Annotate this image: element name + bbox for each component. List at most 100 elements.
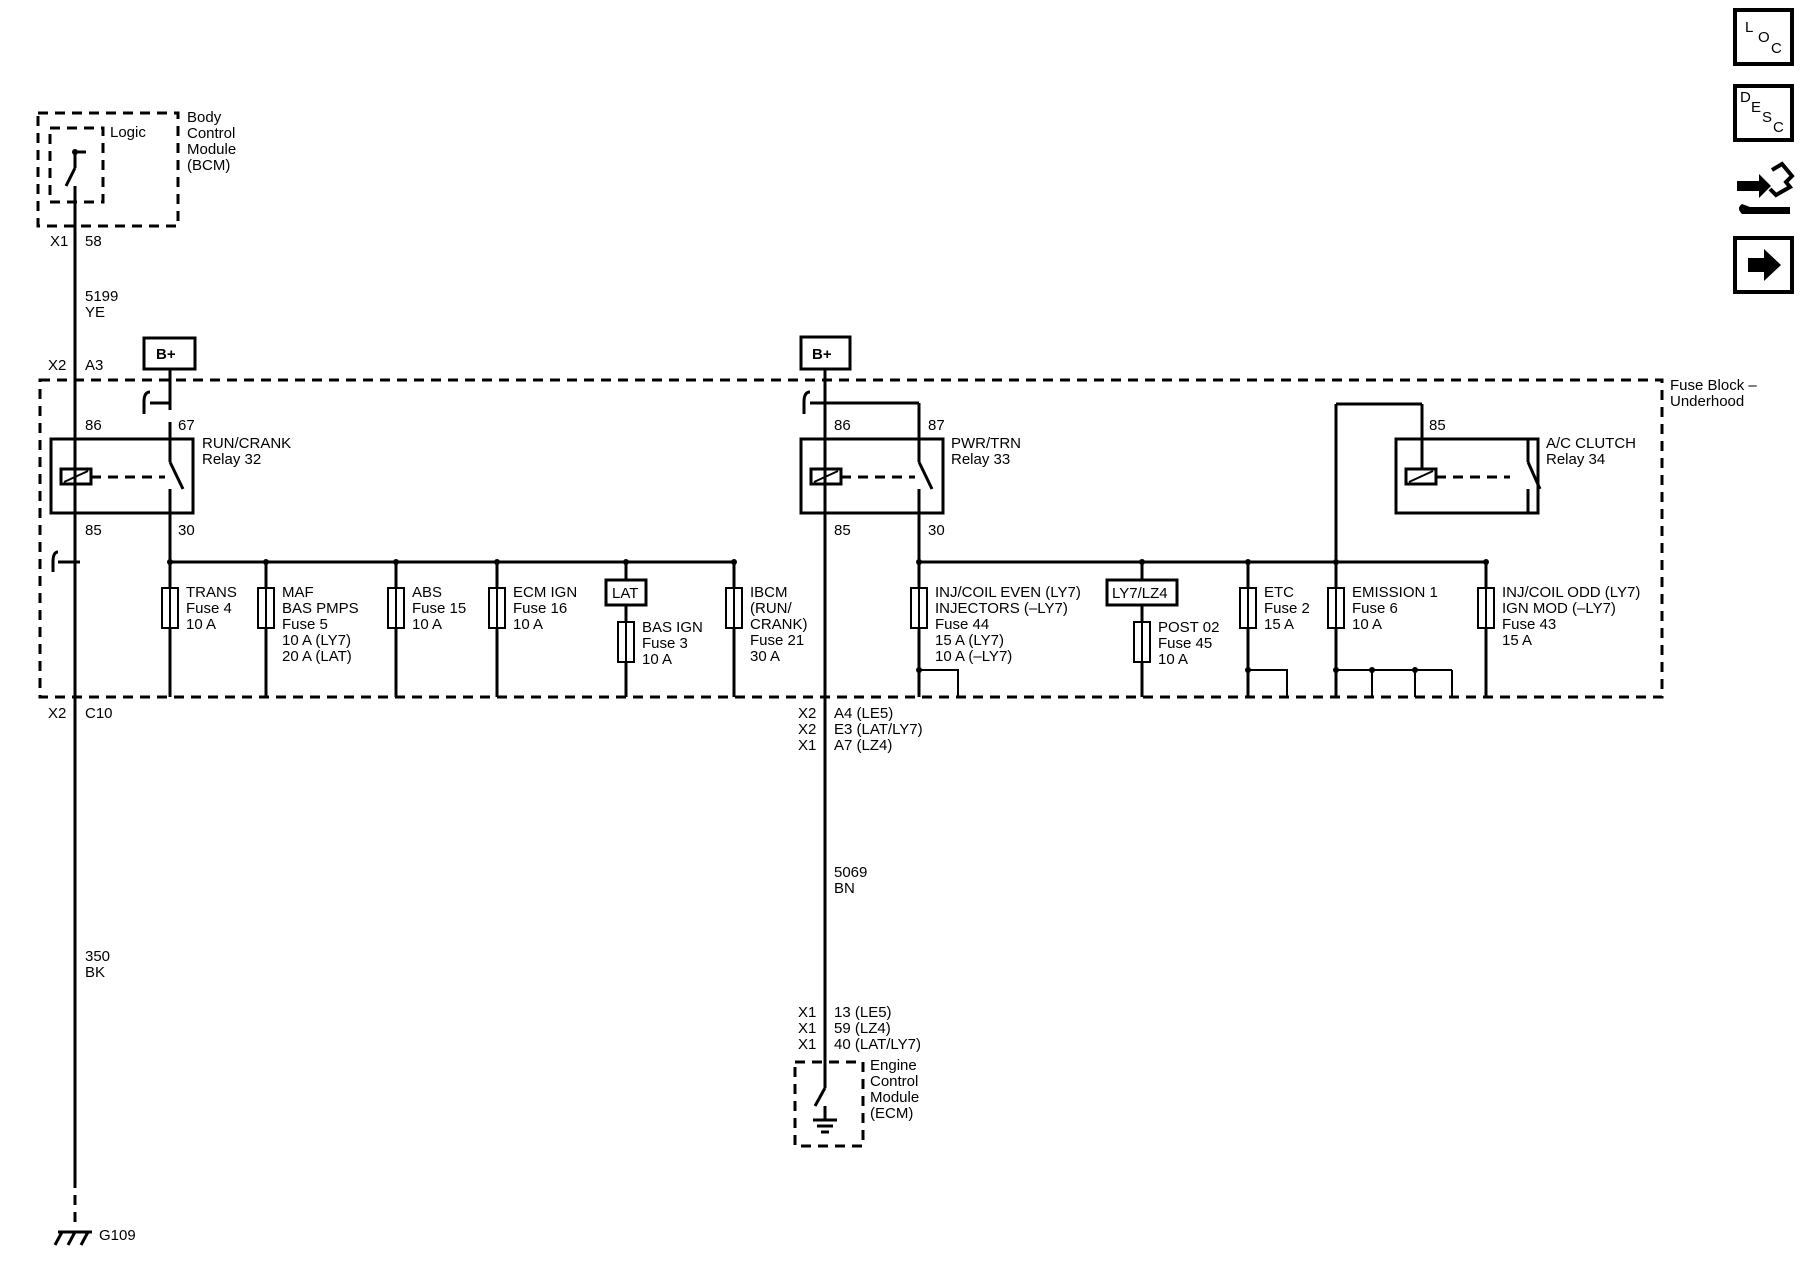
x2-pin-c10: C10 bbox=[85, 705, 113, 722]
fuse-1-label-3: 10 A bbox=[186, 616, 216, 633]
ecm-bot-pin-1: 13 (LE5) bbox=[834, 1004, 892, 1021]
loc-letter-l: L bbox=[1745, 19, 1753, 36]
fuse-7-label-1: INJ/COIL EVEN (LY7) bbox=[935, 584, 1081, 601]
relay33-name-2: Relay 33 bbox=[951, 451, 1010, 468]
fuse-4-label-3: 10 A bbox=[513, 616, 543, 633]
relay32-pin-30: 30 bbox=[178, 522, 195, 539]
fuse-10-label-1: EMISSION 1 bbox=[1352, 584, 1438, 601]
option-tag-ly7-lz4: LY7/LZ4 bbox=[1105, 578, 1179, 607]
fuse-9-label-1: ETC bbox=[1264, 584, 1294, 601]
fuse-block-label-2: Underhood bbox=[1670, 393, 1744, 410]
bcm-pin: 58 bbox=[85, 233, 102, 250]
fuse-11-label-1: INJ/COIL ODD (LY7) bbox=[1502, 584, 1640, 601]
ecm-bot-conn-2: X1 bbox=[798, 1020, 816, 1037]
ecm-name-2: Control bbox=[870, 1073, 918, 1090]
loc-letter-o: O bbox=[1758, 29, 1770, 46]
fuse-8-label-1: POST 02 bbox=[1158, 619, 1219, 636]
fuse-3-label-2: Fuse 15 bbox=[412, 600, 466, 617]
fuse-2-label-3: Fuse 5 bbox=[282, 616, 328, 633]
location-button[interactable]: L O C bbox=[1733, 8, 1794, 66]
fuse-1-label-2: Fuse 4 bbox=[186, 600, 232, 617]
ecm-top-pin-2: E3 (LAT/LY7) bbox=[834, 721, 923, 738]
relay33-pin-86: 86 bbox=[834, 417, 851, 434]
fuse-2-label-4: 10 A (LY7) bbox=[282, 632, 351, 649]
fuse-11: INJ/COIL ODD (LY7)IGN MOD (–LY7)Fuse 431… bbox=[1477, 559, 1640, 697]
next-page-button[interactable] bbox=[1733, 236, 1794, 294]
fuse-11-label-3: Fuse 43 bbox=[1502, 616, 1556, 633]
fuse-8-label-3: 10 A bbox=[1158, 651, 1188, 668]
fuse-5-label-3: 10 A bbox=[642, 651, 672, 668]
bcm-wire-color: YE bbox=[85, 304, 105, 321]
relay32-name-2: Relay 32 bbox=[202, 451, 261, 468]
bcm-name-2: Control bbox=[187, 125, 235, 142]
fuse-3-label-3: 10 A bbox=[412, 616, 442, 633]
ecm-top-conn-2: X2 bbox=[798, 721, 816, 738]
bcm-wire: X1 58 5199 YE X2 A3 X2 C10 350 BK bbox=[48, 202, 118, 1222]
fuse-8-label-2: Fuse 45 bbox=[1158, 635, 1212, 652]
relay34-pin-85: 85 bbox=[1429, 417, 1446, 434]
fuse-7-label-4: 15 A (LY7) bbox=[935, 632, 1004, 649]
desc-letter-c: C bbox=[1773, 119, 1784, 136]
relay34-name-2: Relay 34 bbox=[1546, 451, 1605, 468]
fuse-2-label-1: MAF bbox=[282, 584, 314, 601]
relay32-pin-85: 85 bbox=[85, 522, 102, 539]
ecm-bot-conn-1: X1 bbox=[798, 1004, 816, 1021]
fuse-10-label-2: Fuse 6 bbox=[1352, 600, 1398, 617]
fuse-3-label-1: ABS bbox=[412, 584, 442, 601]
relay-pwr-trn: 86 87 85 30 PWR/TRN Relay 33 bbox=[799, 417, 1021, 1060]
fuse-10-label-3: 10 A bbox=[1352, 616, 1382, 633]
bcm-connector: X1 bbox=[50, 233, 68, 250]
ecm-name-3: Module bbox=[870, 1089, 919, 1106]
relay33-name-1: PWR/TRN bbox=[951, 435, 1021, 452]
ecm-wire-color: BN bbox=[834, 880, 855, 897]
x2-connector-a3: X2 bbox=[48, 357, 66, 374]
ecm-name-4: (ECM) bbox=[870, 1105, 913, 1122]
fuse-5-label-1: BAS IGN bbox=[642, 619, 703, 636]
x2-connector-c10: X2 bbox=[48, 705, 66, 722]
fuse-9-label-2: Fuse 2 bbox=[1264, 600, 1310, 617]
fuse-11-label-4: 15 A bbox=[1502, 632, 1532, 649]
arrow-right-icon bbox=[1748, 249, 1781, 281]
ecm-bot-pin-2: 59 (LZ4) bbox=[834, 1020, 891, 1037]
battery-positive-2: B+ bbox=[799, 335, 921, 422]
relay32-pin-86: 86 bbox=[85, 417, 102, 434]
relay34-name-1: A/C CLUTCH bbox=[1546, 435, 1636, 452]
relay-ac-clutch: 85 A/C CLUTCH Relay 34 bbox=[1334, 402, 1636, 562]
bplus-label-1: B+ bbox=[156, 346, 176, 363]
bplus-label-2: B+ bbox=[812, 346, 832, 363]
battery-positive-1: B+ bbox=[142, 336, 197, 414]
desc-letter-d: D bbox=[1740, 89, 1751, 106]
desc-letter-s: S bbox=[1762, 109, 1772, 126]
description-button[interactable]: D E S C bbox=[1733, 84, 1794, 142]
connector-repair-icon[interactable] bbox=[1737, 161, 1795, 214]
fuse-2-label-5: 20 A (LAT) bbox=[282, 648, 352, 665]
ecm-top-pin-3: A7 (LZ4) bbox=[834, 737, 892, 754]
bcm-name-1: Body bbox=[187, 109, 222, 126]
fuse-4-label-1: ECM IGN bbox=[513, 584, 577, 601]
fuse-block-label-1: Fuse Block – bbox=[1670, 377, 1757, 394]
fuse-4-label-2: Fuse 16 bbox=[513, 600, 567, 617]
ecm-top-pin-1: A4 (LE5) bbox=[834, 705, 893, 722]
relay33-pin-85: 85 bbox=[834, 522, 851, 539]
ecm-top-conn-1: X2 bbox=[798, 705, 816, 722]
bcm-logic-label: Logic bbox=[110, 124, 146, 141]
relay33-pin-30: 30 bbox=[928, 522, 945, 539]
desc-letter-e: E bbox=[1751, 99, 1761, 116]
fuse-output-links bbox=[916, 667, 1453, 697]
ground-label: G109 bbox=[99, 1227, 136, 1244]
lat-stub-dot bbox=[623, 559, 629, 565]
ecm-top-conn-3: X1 bbox=[798, 737, 816, 754]
ly7-lz4-stub-dot bbox=[1139, 559, 1145, 565]
relay-run-crank: 86 67 85 30 RUN/CRANK Relay 32 bbox=[49, 417, 291, 572]
loc-letter-c: C bbox=[1771, 40, 1782, 57]
fuse-6-label-5: 30 A bbox=[750, 648, 780, 665]
fuse-7-label-2: INJECTORS (–LY7) bbox=[935, 600, 1068, 617]
bcm-name-4: (BCM) bbox=[187, 157, 230, 174]
